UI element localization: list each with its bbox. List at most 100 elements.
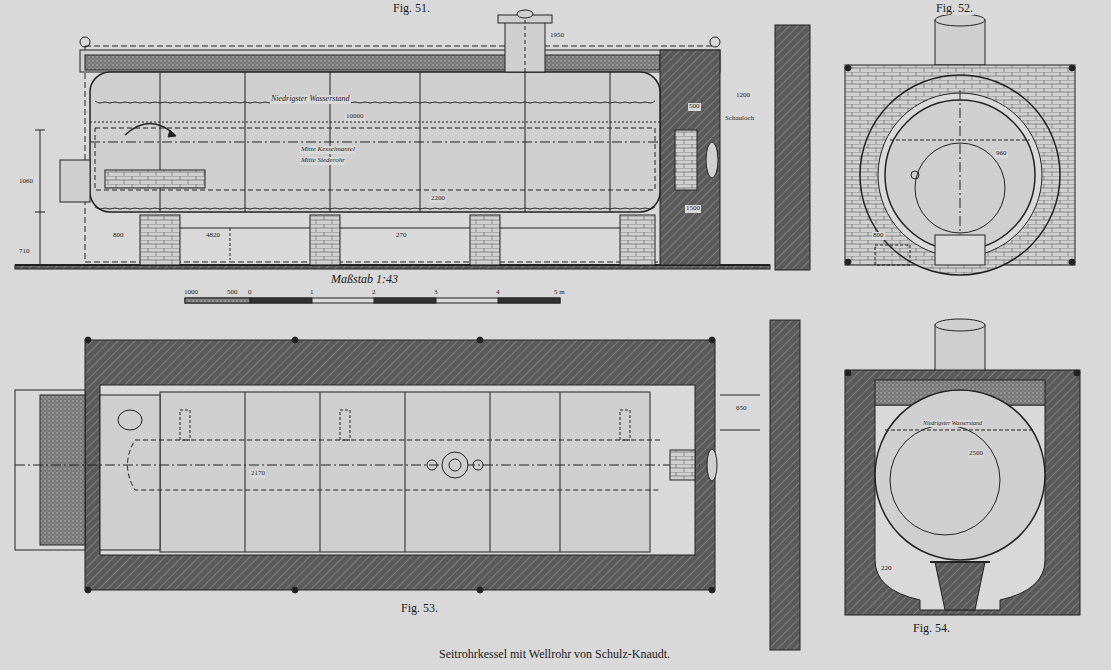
drawing-part	[720, 430, 760, 431]
drawing-part	[245, 392, 246, 552]
dimension-label: 1200	[735, 92, 751, 100]
drawing-part	[675, 130, 697, 190]
dimension-label: 1500	[685, 205, 701, 213]
drawing-part	[85, 55, 660, 70]
drawing-part	[875, 245, 910, 265]
drawing-part	[935, 562, 985, 610]
dimension-label: 4	[495, 289, 501, 297]
drawing-part	[670, 450, 695, 480]
drawing-part	[250, 298, 312, 303]
drawing-part	[85, 46, 86, 262]
dimension-label: 1000	[183, 289, 199, 297]
drawing-part	[100, 385, 695, 555]
drawing-part	[500, 228, 620, 229]
drawing-part	[845, 65, 851, 71]
dimension-label: 800	[112, 232, 125, 240]
drawing-part	[775, 25, 810, 270]
dimension-label: 2170	[250, 470, 266, 478]
drawing-part	[15, 390, 85, 550]
drawing-part	[885, 430, 1035, 431]
dimension-label: 2500	[968, 450, 984, 458]
scale-bar	[185, 298, 560, 303]
drawing-part	[245, 72, 246, 212]
drawing-part	[60, 160, 90, 202]
drawing-part	[1069, 259, 1075, 265]
drawing-part	[709, 337, 715, 343]
cross-section	[845, 319, 1080, 615]
drawing-part	[935, 319, 985, 331]
drawing-part	[40, 130, 41, 265]
drawing-part	[185, 298, 250, 303]
drawing-part	[710, 37, 720, 47]
dimension-label: 800	[872, 232, 885, 240]
dimension-label: 2200	[430, 195, 446, 203]
drawing-part	[470, 215, 500, 265]
drawing-part	[427, 460, 437, 470]
side-elevation	[15, 10, 810, 270]
figure-caption: Seitrohrkessel mit Wellrohr von Schulz-K…	[438, 648, 671, 661]
drawing-part	[160, 392, 650, 552]
drawing-part	[473, 460, 483, 470]
dimension-label: Schauloch	[724, 115, 755, 123]
dimension-label: 1060	[18, 178, 34, 186]
dimension-label: 4820	[205, 232, 221, 240]
dimension-label: 10000	[345, 113, 365, 121]
dimension-label: 500	[226, 289, 239, 297]
dimension-label: 1	[309, 289, 315, 297]
dimension-label: Niedrigster Wasserstand	[922, 420, 983, 427]
dimension-label: 2	[371, 289, 377, 297]
drawing-part	[118, 410, 142, 430]
drawing-part	[128, 440, 661, 490]
drawing-part	[85, 337, 91, 343]
drawing-part	[935, 235, 985, 265]
drawing-part	[477, 337, 483, 343]
drawing-part	[85, 46, 715, 47]
drawing-part	[140, 215, 180, 265]
drawing-part	[709, 587, 715, 593]
drawing-part	[517, 10, 533, 18]
drawing-part	[610, 72, 611, 212]
end-view	[845, 14, 1075, 275]
drawing-part	[40, 395, 85, 545]
plan-view	[15, 320, 800, 650]
drawing-part	[90, 72, 660, 212]
dimension-label: 650	[735, 405, 748, 413]
dimension-label: 500	[688, 103, 701, 111]
drawing-part	[860, 75, 1060, 275]
drawing-part	[935, 325, 985, 375]
dimension-label: 960	[995, 150, 1008, 158]
drawing-part	[930, 561, 990, 563]
drawing-part	[845, 370, 851, 376]
drawing-part	[90, 142, 660, 143]
drawing-part	[15, 465, 700, 466]
dimension-label: 220	[880, 565, 893, 573]
dimension-label: 0	[247, 289, 253, 297]
drawing-part	[180, 410, 190, 440]
dimension-label: 5 m	[553, 289, 566, 297]
drawing-part	[292, 587, 298, 593]
drawing-part	[405, 392, 406, 552]
dimension-label: 1950	[549, 32, 565, 40]
drawing-part	[845, 259, 851, 265]
drawing-part	[292, 337, 298, 343]
drawing-part	[498, 298, 560, 303]
figure-number: Fig. 51.	[392, 2, 431, 15]
drawing-part	[707, 449, 717, 481]
drawing-part	[449, 459, 461, 471]
drawing-part	[890, 425, 1000, 535]
drawing-part	[505, 20, 545, 72]
drawing-part	[310, 215, 340, 265]
drawing-part	[105, 170, 205, 188]
drawing-part	[620, 215, 655, 265]
drawing-part	[168, 130, 176, 137]
scale-title: Maßstab 1:43	[330, 273, 399, 286]
drawing-part	[770, 320, 800, 650]
drawing-part	[180, 228, 310, 229]
drawing-part	[80, 50, 720, 72]
drawing-part	[100, 395, 160, 550]
drawing-part	[935, 20, 985, 65]
drawing-part	[160, 72, 161, 212]
drawing-part	[125, 124, 175, 136]
